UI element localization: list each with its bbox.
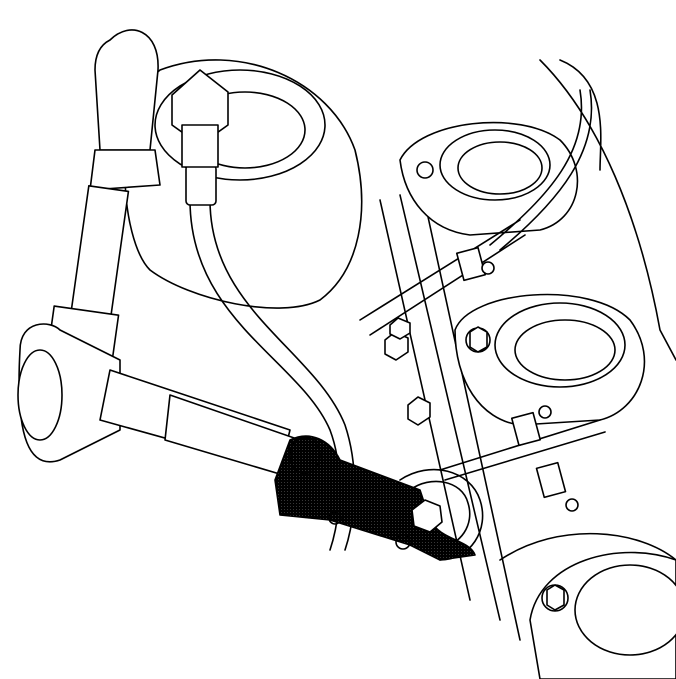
intake-port-bottom [529, 551, 676, 679]
flare-nut-wrench [274, 435, 476, 561]
fuel-line-fitting [171, 69, 229, 206]
cylinder-head [379, 59, 676, 641]
fuel-line-nut [411, 499, 443, 533]
intake-port-upper [399, 121, 579, 236]
intake-port-lower [454, 293, 646, 426]
fuel-rail-bolts [384, 317, 431, 426]
socket-extension [99, 369, 301, 481]
ratchet-head[interactable] [17, 323, 121, 463]
fuel-rail [359, 89, 606, 512]
ratchet-wrench[interactable] [45, 29, 161, 371]
